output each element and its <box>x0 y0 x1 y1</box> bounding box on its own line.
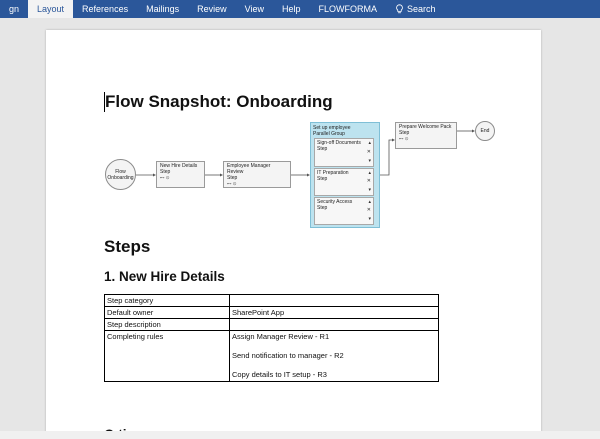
step-heading[interactable]: 1. New Hire Details <box>104 269 225 284</box>
close-icon[interactable]: ✕ <box>366 207 371 213</box>
table-row: Step description <box>104 318 439 331</box>
flow-connectors <box>136 129 475 177</box>
tab-flowforma[interactable]: FLOWFORMA <box>318 4 377 14</box>
step-type: Step <box>317 205 328 211</box>
step-type: Step <box>317 146 328 152</box>
step-title: IT Preparation <box>317 170 349 176</box>
lightbulb-icon <box>396 4 403 14</box>
tell-me-search[interactable]: Search <box>386 0 445 18</box>
step-type: Step <box>227 175 238 181</box>
steps-heading[interactable]: Steps <box>104 237 151 256</box>
close-icon[interactable]: ✕ <box>366 178 371 184</box>
caret-up-icon[interactable]: ▴ <box>368 140 371 146</box>
arrow-head <box>392 138 395 142</box>
flow-end-label: End <box>480 128 490 134</box>
flow-start-label: Flow Onboarding <box>107 168 134 181</box>
table-cell-label[interactable]: Step description <box>104 318 230 331</box>
step-title: Prepare Welcome Pack <box>399 124 452 130</box>
step-type: Step <box>317 176 328 182</box>
document-page[interactable]: Flow Snapshot: Onboarding Flow Onboardin… <box>46 30 541 439</box>
tab-references[interactable]: References <box>82 4 129 14</box>
caret-up-icon[interactable]: ▴ <box>368 199 371 205</box>
tab-help[interactable]: Help <box>281 4 301 14</box>
document-title[interactable]: Flow Snapshot: Onboarding <box>105 92 333 111</box>
caret-down-icon[interactable]: ▾ <box>368 158 371 164</box>
table-cell-value[interactable] <box>229 318 439 331</box>
parallel-group: Set up employee Parallel Group Sign-off … <box>310 122 380 228</box>
arrow-head <box>220 173 223 177</box>
arrow-head <box>472 129 475 133</box>
table-cell-label[interactable]: Completing rules <box>104 330 230 382</box>
status-bar <box>0 431 600 439</box>
step-type: Step <box>160 169 171 175</box>
step-title: New Hire Details <box>160 163 198 169</box>
table-cell-label[interactable]: Default owner <box>104 306 230 319</box>
table-row: Completing rules Assign Manager Review -… <box>104 330 439 382</box>
completing-rule: Copy details to IT setup - R3 <box>232 370 327 379</box>
text-cursor <box>104 92 105 112</box>
step-details-table: Step category Default owner SharePoint A… <box>104 294 439 382</box>
group-step-security-access: Security Access Step ▴ ✕ ▾ <box>314 197 374 225</box>
caret-up-icon[interactable]: ▴ <box>368 170 371 176</box>
arrow-head <box>307 173 310 177</box>
table-row: Step category <box>104 294 439 307</box>
tab-design[interactable]: gn <box>9 4 20 14</box>
completing-rule: Send notification to manager - R2 <box>232 351 344 360</box>
step-title: Security Access <box>317 199 353 205</box>
flow-step-new-hire: New Hire Details Step ⊷ ⊙ <box>156 161 205 188</box>
tab-view[interactable]: View <box>244 4 264 14</box>
completing-rule: Assign Manager Review - R1 <box>232 332 330 341</box>
flow-diagram: Flow Onboarding New Hire Details Step ⊷ … <box>46 30 541 230</box>
caret-down-icon[interactable]: ▾ <box>368 187 371 193</box>
table-cell-value[interactable]: Assign Manager Review - R1 Send notifica… <box>229 330 439 382</box>
table-cell-value[interactable] <box>229 294 439 307</box>
arrow-head <box>153 173 156 177</box>
step-title: Sign-off Documents <box>317 140 361 146</box>
step-icons: ⊷ ⊙ <box>227 181 237 186</box>
tab-mailings[interactable]: Mailings <box>146 4 180 14</box>
step-title: Employee Manager Review <box>227 163 271 175</box>
tab-review[interactable]: Review <box>197 4 227 14</box>
flow-step-manager-review: Employee Manager Review Step ⊷ ⊙ <box>223 161 291 188</box>
caret-down-icon[interactable]: ▾ <box>368 216 371 222</box>
table-row: Default owner SharePoint App <box>104 306 439 319</box>
ribbon-tabs: gn Layout References Mailings Review Vie… <box>0 0 600 18</box>
group-step-sign-off: Sign-off Documents Step ▴ ✕ ▾ <box>314 138 374 167</box>
tab-layout[interactable]: Layout <box>28 0 74 18</box>
flow-step-welcome-pack: Prepare Welcome Pack Step ⊷ ⊙ <box>395 122 457 149</box>
group-subtitle: Parallel Group <box>313 131 345 137</box>
group-step-it-preparation: IT Preparation Step ▴ ✕ ▾ <box>314 168 374 196</box>
table-cell-value[interactable]: SharePoint App <box>229 306 439 319</box>
close-icon[interactable]: ✕ <box>366 149 371 155</box>
step-icons: ⊷ ⊙ <box>160 175 170 180</box>
flow-start-node: Flow Onboarding <box>105 159 136 190</box>
flow-end-node: End <box>475 121 495 141</box>
table-cell-label[interactable]: Step category <box>104 294 230 307</box>
step-icons: ⊷ ⊙ <box>399 136 409 141</box>
step-type: Step <box>399 130 410 136</box>
group-title: Set up employee <box>313 125 351 131</box>
search-label: Search <box>406 4 436 14</box>
